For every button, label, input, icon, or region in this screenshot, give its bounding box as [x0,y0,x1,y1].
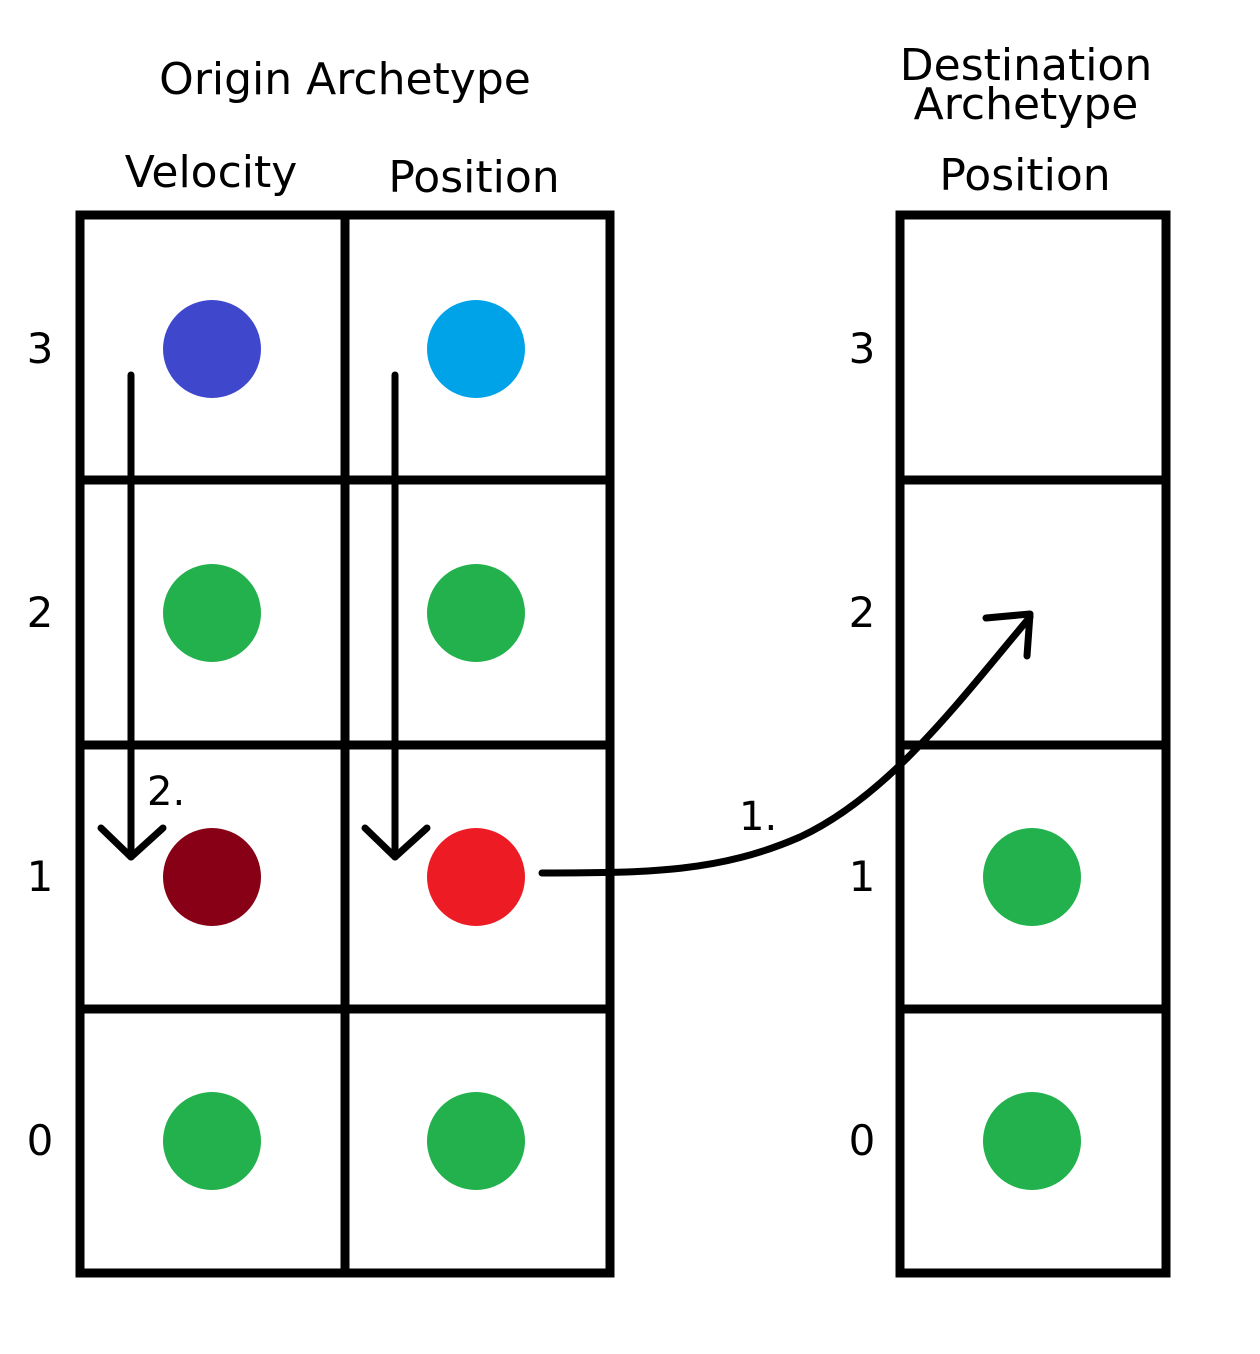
velocity-component-2 [163,564,261,662]
velocity-component-1 [163,828,261,926]
position-component-1 [427,828,525,926]
copy-to-destination-arrow [538,610,1034,877]
origin-row-index-3: 3 [26,324,54,373]
destination-position-component-1 [983,828,1081,926]
destination-title-line: Destination [899,40,1153,91]
velocity-component-3 [163,300,261,398]
destination-row-index-3: 3 [848,324,876,373]
destination-column-header-position: Position [939,150,1111,201]
origin-row-index-1: 1 [26,852,54,901]
destination-table [895,210,1171,1278]
destination-row-index-2: 2 [848,588,876,637]
origin-column-header-position: Position [388,152,560,203]
position-component-2 [427,564,525,662]
position-swap-arrow [361,371,431,861]
origin-table [75,210,615,1278]
velocity-component-0 [163,1092,261,1190]
destination-row-index-1: 1 [848,852,876,901]
destination-title-line: Archetype [913,79,1139,130]
position-component-0 [427,1092,525,1190]
origin-column-header-velocity: Velocity [124,147,298,198]
destination-archetype-title: Destination Archetype [899,40,1153,130]
step-2-label: 2. [147,769,186,815]
origin-archetype-title: Origin Archetype [159,54,531,105]
velocity-swap-arrow [97,371,167,861]
origin-row-index-0: 0 [26,1116,54,1165]
step-1-label: 1. [739,794,778,840]
destination-position-component-0 [983,1092,1081,1190]
origin-row-index-2: 2 [26,588,54,637]
position-component-3 [427,300,525,398]
destination-row-index-0: 0 [848,1116,876,1165]
